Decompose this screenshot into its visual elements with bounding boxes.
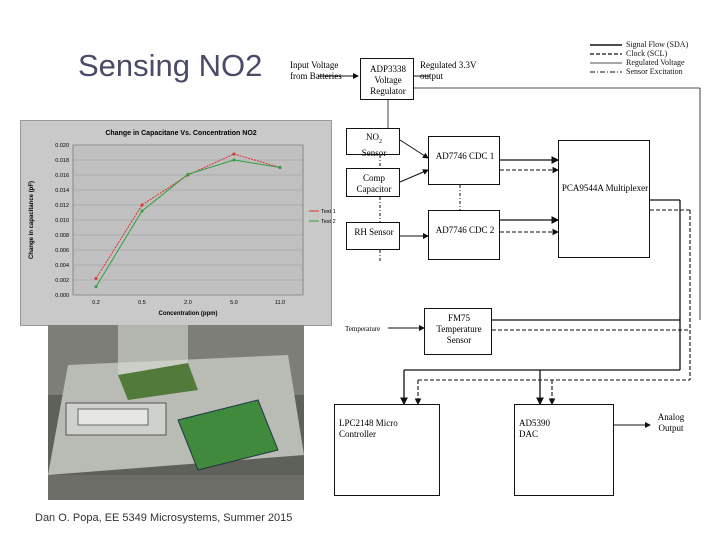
no2-sensor-label-sub: 2	[379, 138, 382, 145]
chart-data-point	[186, 172, 190, 176]
photo-drawing	[48, 325, 304, 500]
cdc2-label: AD7746 CDC 2	[435, 225, 495, 235]
chart-data-point	[232, 158, 236, 162]
legend-regulated-voltage: Regulated Voltage	[626, 58, 685, 67]
sensor-setup-photo	[48, 325, 304, 500]
no2-sensor-label: NO2 Sensor	[347, 132, 401, 159]
chart-title: Change in Capacitane Vs. Concentration N…	[105, 130, 256, 137]
chart-data-point	[94, 277, 98, 280]
slide-footer: Dan O. Popa, EE 5349 Microsystems, Summe…	[35, 512, 293, 524]
multiplexer-label: PCA9544A Multiplexer	[561, 183, 649, 193]
regulator-label: ADP3338 Voltage Regulator	[369, 64, 406, 96]
comp-capacitor-label: Comp Capacitor	[356, 173, 392, 194]
chart-legend-label: Test 1	[321, 209, 336, 215]
chart-y-tick-label: 0.016	[55, 173, 69, 179]
dac-label: AD5390 DAC	[519, 418, 550, 439]
chart-data-point	[94, 285, 98, 289]
chart-y-tick-label: 0.000	[55, 293, 69, 299]
no2-sensor-box: NO2 Sensor	[346, 128, 400, 158]
chart-y-axis-label: Change in capacitance (pF)	[29, 181, 35, 259]
chart-y-tick-label: 0.002	[55, 278, 69, 284]
chart-y-tick-label: 0.008	[55, 233, 69, 239]
rh-sensor-label: RH Sensor	[354, 227, 394, 237]
comp-capacitor-box: Comp Capacitor	[346, 168, 400, 197]
chart-y-tick-label: 0.018	[55, 158, 69, 164]
analog-output-label: Analog Output	[657, 412, 685, 433]
multiplexer-box: PCA9544A Multiplexer	[558, 140, 650, 258]
cdc2-box: AD7746 CDC 2	[428, 210, 500, 260]
chart-data-point	[232, 152, 236, 156]
legend-clock: Clock (SCL)	[626, 49, 668, 58]
chart-y-tick-label: 0.004	[55, 263, 69, 269]
regulated-output-label: Regulated 3.3V output	[420, 60, 477, 81]
chart-data-point	[140, 203, 144, 207]
chart-x-tick-label: 2.0	[184, 300, 192, 306]
chart-legend-label: Test 2	[321, 219, 336, 225]
rh-sensor-box: RH Sensor	[346, 222, 400, 250]
legend-signal-flow: Signal Flow (SDA)	[626, 40, 689, 49]
chart-y-tick-label: 0.014	[55, 188, 69, 194]
microcontroller-label: LPC2148 Micro Controller	[339, 418, 398, 439]
legend-sensor-excitation: Sensor Excitation	[626, 67, 683, 76]
chart-y-tick-label: 0.012	[55, 203, 69, 209]
chart-data-point	[140, 209, 144, 213]
microcontroller-box: LPC2148 Micro Controller	[334, 404, 440, 496]
cdc1-box: AD7746 CDC 1	[428, 136, 500, 185]
chart-x-tick-label: 0.5	[138, 300, 146, 306]
regulator-box: ADP3338 Voltage Regulator	[360, 58, 414, 100]
chart-svg: Change in Capacitane Vs. Concentration N…	[29, 130, 336, 317]
chart-x-axis-label: Concentration (ppm)	[159, 311, 218, 317]
temperature-label: Temperature	[345, 325, 381, 333]
chart-x-tick-label: 0.2	[92, 300, 100, 306]
chart-x-tick-label: 5.0	[230, 300, 238, 306]
no2-sensor-label-main: NO	[366, 132, 379, 142]
chart-y-tick-label: 0.010	[55, 218, 69, 224]
slide-title: Sensing NO2	[78, 48, 263, 83]
chart-y-tick-label: 0.006	[55, 248, 69, 254]
cdc1-label: AD7746 CDC 1	[435, 151, 495, 161]
chart-x-tick-label: 11.0	[275, 300, 285, 306]
capacitance-chart: Change in Capacitane Vs. Concentration N…	[20, 120, 336, 326]
input-voltage-label: Input Voltage from Batteries	[290, 60, 342, 81]
dac-box: AD5390 DAC	[514, 404, 614, 496]
no2-sensor-label-line2: Sensor	[361, 147, 387, 158]
chart-data-point	[278, 166, 282, 169]
temp-sensor-label: FM75 Temperature Sensor	[436, 313, 482, 345]
temp-sensor-box: FM75 Temperature Sensor	[424, 308, 492, 355]
chart-y-tick-label: 0.020	[55, 143, 69, 149]
